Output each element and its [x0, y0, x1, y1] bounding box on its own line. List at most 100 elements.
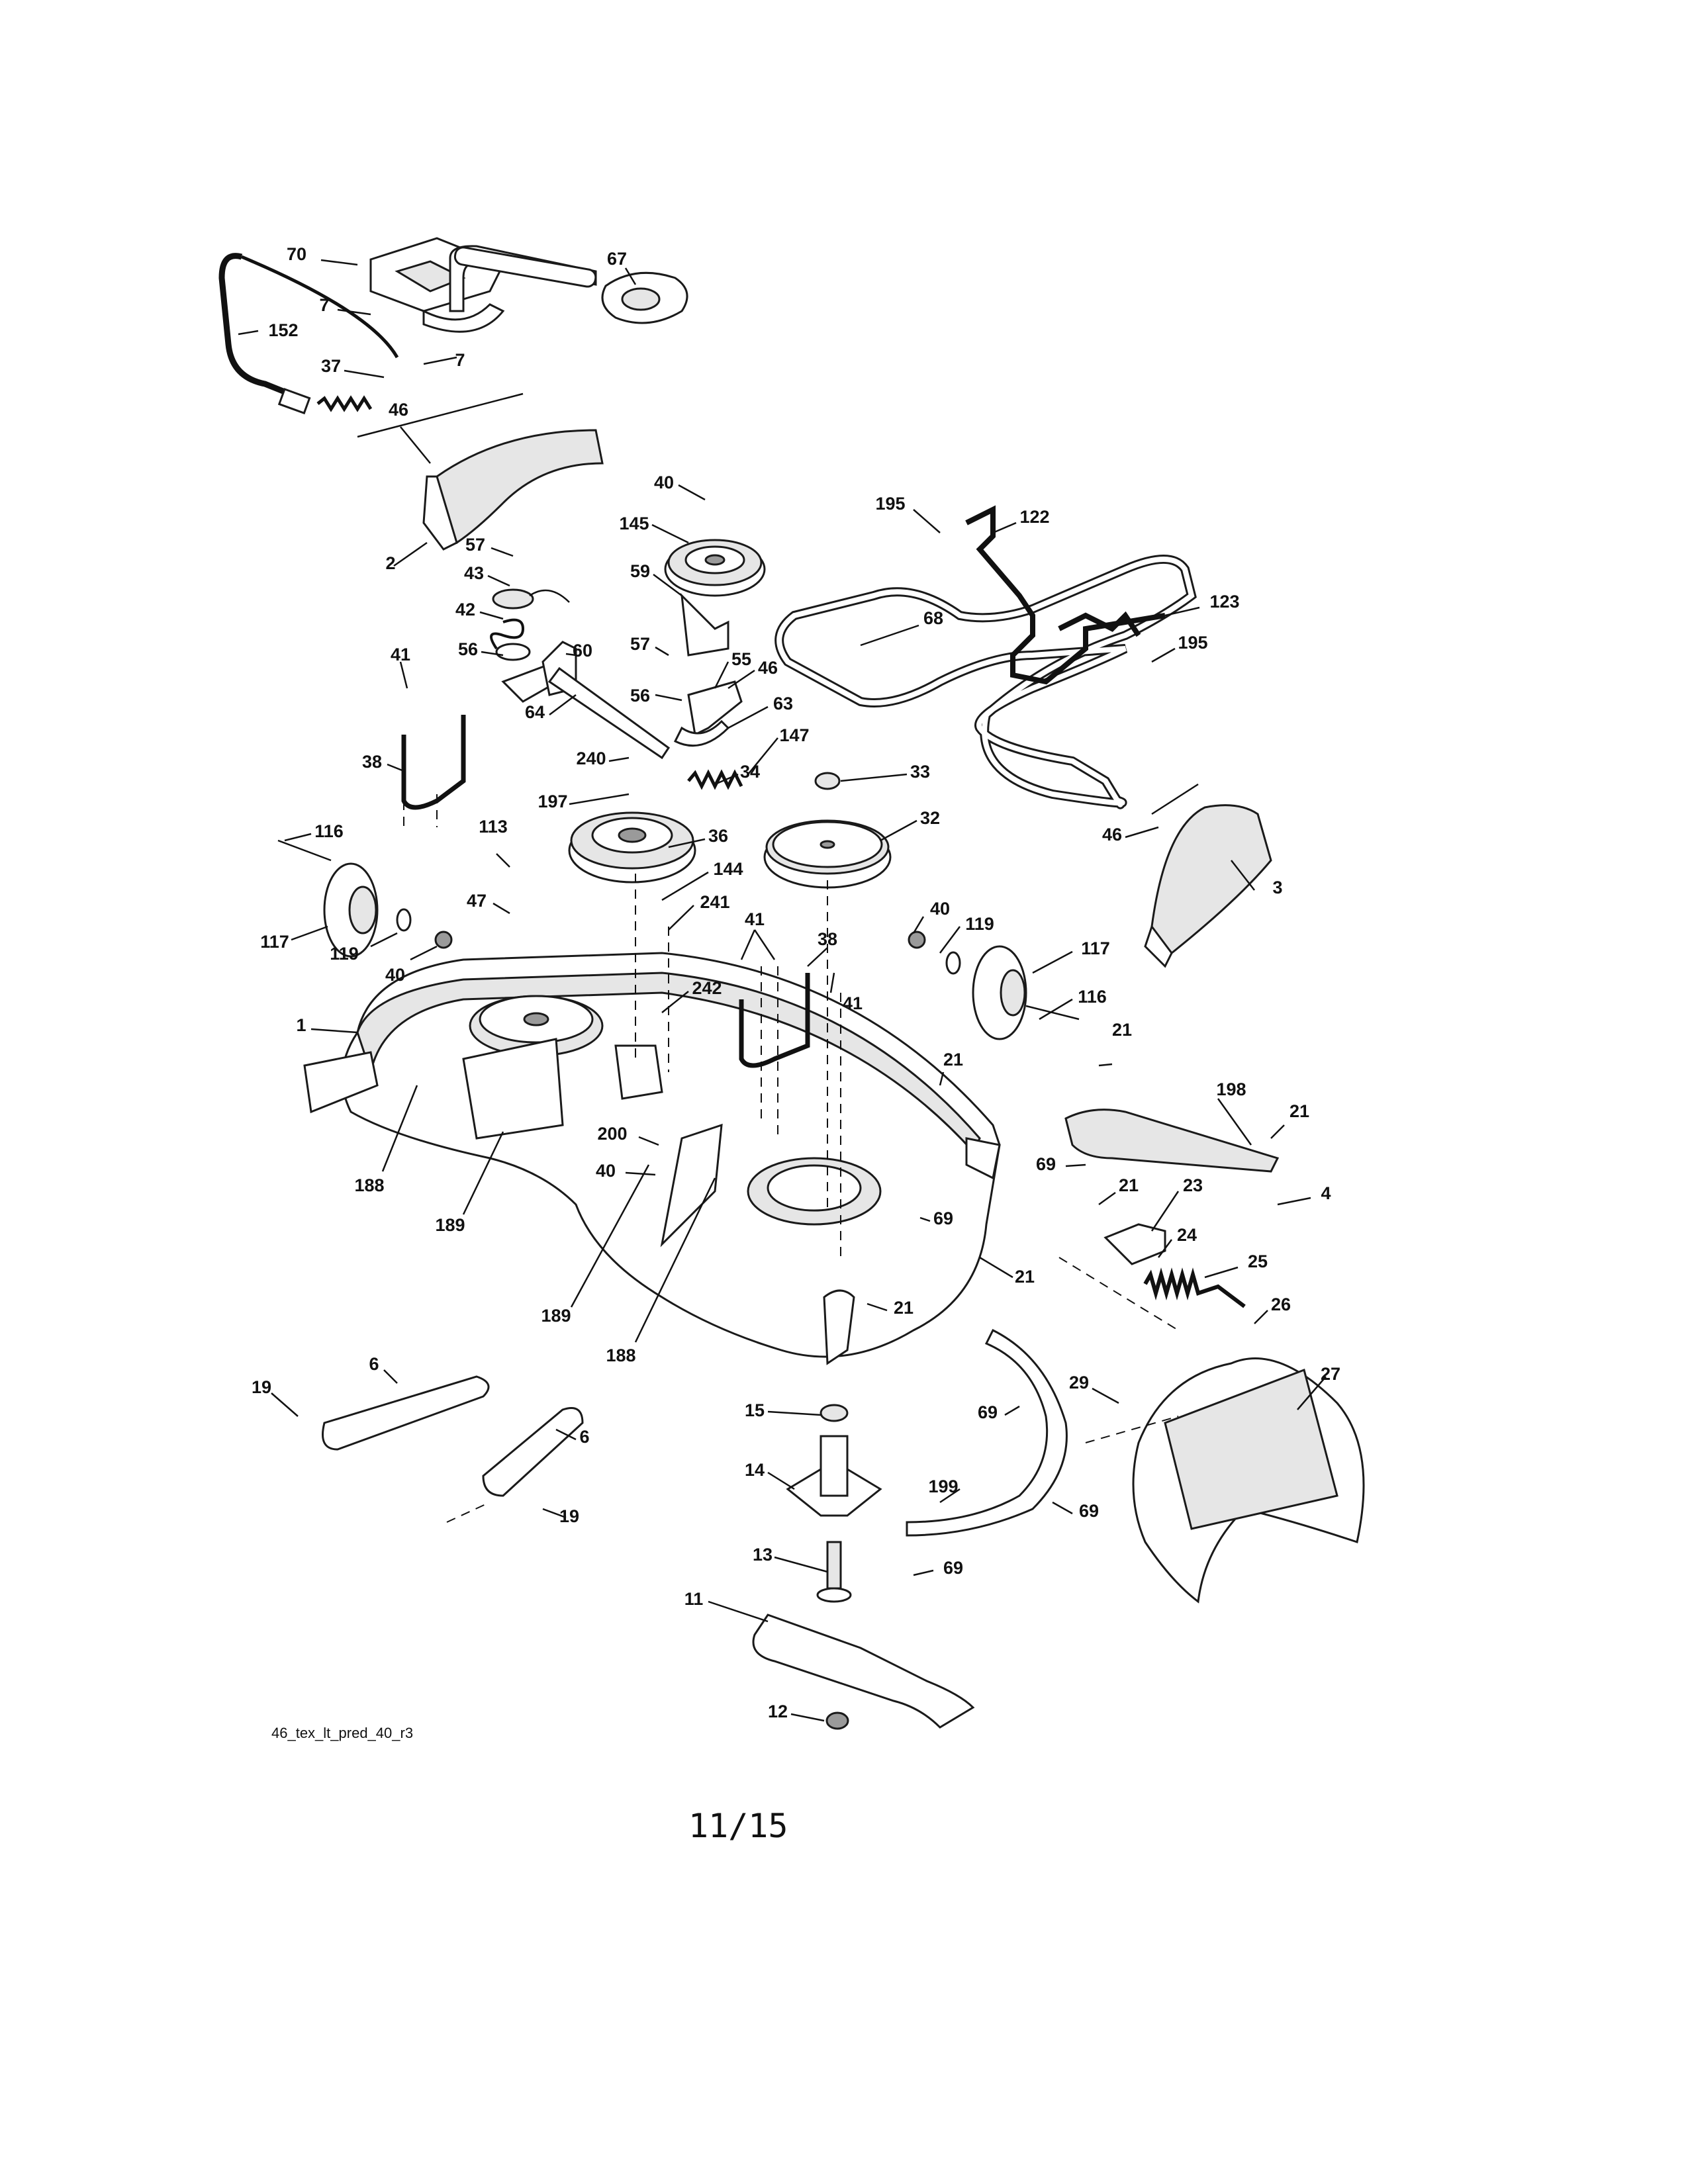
belt-guard-left — [422, 429, 604, 551]
callout-57: 57 — [630, 634, 650, 654]
callout-43: 43 — [464, 563, 484, 583]
callout-116: 116 — [314, 821, 344, 841]
deck-hanger-rod-left — [401, 715, 466, 810]
callout-34: 34 — [740, 762, 760, 782]
front-hanger-left — [322, 1375, 490, 1451]
callout-189: 189 — [435, 1215, 465, 1235]
belt-guard-right — [1144, 804, 1272, 968]
idler-pulley-upper — [664, 539, 766, 597]
callout-46: 46 — [1102, 825, 1122, 844]
callout-200: 200 — [597, 1124, 627, 1144]
callout-68: 68 — [923, 608, 943, 628]
callout-59: 59 — [630, 561, 650, 581]
belt-keeper-rod — [965, 505, 1166, 685]
callout-46: 46 — [758, 658, 778, 678]
callout-40: 40 — [654, 473, 674, 492]
callout-241: 241 — [700, 892, 729, 912]
callout-122: 122 — [1019, 507, 1049, 527]
callout-2: 2 — [385, 553, 395, 573]
callout-197: 197 — [538, 792, 567, 811]
callout-56: 56 — [630, 686, 650, 705]
callout-4: 4 — [1321, 1183, 1331, 1203]
deck-lift-cable — [218, 253, 524, 438]
callout-27: 27 — [1321, 1364, 1340, 1384]
callout-36: 36 — [708, 826, 728, 846]
callout-21: 21 — [943, 1050, 963, 1069]
lift-handle-grip — [601, 271, 688, 324]
callout-63: 63 — [773, 694, 793, 713]
discharge-chute — [1132, 1357, 1365, 1604]
callout-12: 12 — [768, 1702, 788, 1721]
idler-arm — [501, 641, 671, 760]
callout-119: 119 — [965, 914, 994, 934]
callout-117: 117 — [1081, 938, 1110, 958]
callout-labels: 70 67 7 152 7 37 46 2 40 145 195 122 57 … — [252, 244, 1340, 1721]
callout-33: 33 — [910, 762, 930, 782]
callout-13: 13 — [753, 1545, 773, 1565]
pto-pulley — [568, 811, 696, 884]
callout-188: 188 — [606, 1345, 635, 1365]
callout-32: 32 — [920, 808, 940, 828]
callout-57: 57 — [465, 535, 485, 555]
page-number: 11/15 — [688, 1807, 788, 1845]
alignment-lines — [403, 794, 1179, 1523]
callout-21: 21 — [894, 1298, 914, 1318]
callout-21: 21 — [1119, 1175, 1139, 1195]
callout-119: 119 — [330, 944, 359, 964]
callout-25: 25 — [1248, 1251, 1268, 1271]
mower-deck-housing — [303, 952, 1001, 1365]
callout-21: 21 — [1112, 1020, 1132, 1040]
blade-bolt — [825, 1711, 849, 1730]
callout-6: 6 — [579, 1427, 589, 1447]
callout-24: 24 — [1177, 1225, 1197, 1245]
callout-11: 11 — [684, 1589, 704, 1609]
deflector-spring — [1143, 1267, 1246, 1308]
front-hanger-right — [482, 1407, 584, 1497]
callout-21: 21 — [1289, 1101, 1309, 1121]
callout-199: 199 — [928, 1477, 958, 1496]
callout-242: 242 — [692, 978, 722, 998]
mower-blade — [752, 1614, 975, 1729]
callout-116: 116 — [1078, 987, 1107, 1007]
callout-6: 6 — [369, 1354, 379, 1374]
callout-69: 69 — [1079, 1501, 1099, 1521]
callout-152: 152 — [268, 320, 298, 340]
drawing-code: 46_tex_lt_pred_40_r3 — [271, 1725, 414, 1741]
callout-240: 240 — [576, 749, 606, 768]
callout-41: 41 — [391, 645, 410, 664]
callout-113: 113 — [479, 817, 508, 837]
gauge-wheel-right — [908, 931, 1080, 1040]
callout-46: 46 — [389, 400, 408, 420]
callout-144: 144 — [713, 859, 743, 879]
drive-belt — [774, 555, 1197, 809]
callout-21: 21 — [1015, 1267, 1035, 1287]
callout-56: 56 — [458, 639, 478, 659]
callout-145: 145 — [619, 514, 649, 533]
callout-188: 188 — [354, 1175, 384, 1195]
callout-40: 40 — [930, 899, 950, 919]
callout-69: 69 — [933, 1208, 953, 1228]
callout-38: 38 — [818, 929, 837, 949]
callout-7: 7 — [455, 350, 465, 370]
callout-195: 195 — [875, 494, 905, 514]
callout-69: 69 — [943, 1558, 963, 1578]
callout-64: 64 — [525, 702, 545, 722]
rear-bracket — [1064, 1109, 1280, 1173]
callout-69: 69 — [978, 1402, 998, 1422]
callout-40: 40 — [596, 1161, 616, 1181]
callout-195: 195 — [1178, 633, 1207, 653]
callout-26: 26 — [1271, 1295, 1291, 1314]
anti-scalp-bracket — [1103, 1223, 1166, 1265]
callout-7: 7 — [319, 295, 329, 315]
callout-leaders — [238, 259, 1327, 1722]
callout-14: 14 — [745, 1460, 765, 1480]
callout-70: 70 — [287, 244, 306, 264]
callout-23: 23 — [1183, 1175, 1203, 1195]
callout-41: 41 — [843, 993, 863, 1013]
spindle-pulley-right — [763, 772, 892, 889]
gauge-wheel-left — [277, 839, 453, 958]
callout-1: 1 — [296, 1015, 306, 1035]
callout-47: 47 — [467, 891, 487, 911]
callout-38: 38 — [362, 752, 382, 772]
